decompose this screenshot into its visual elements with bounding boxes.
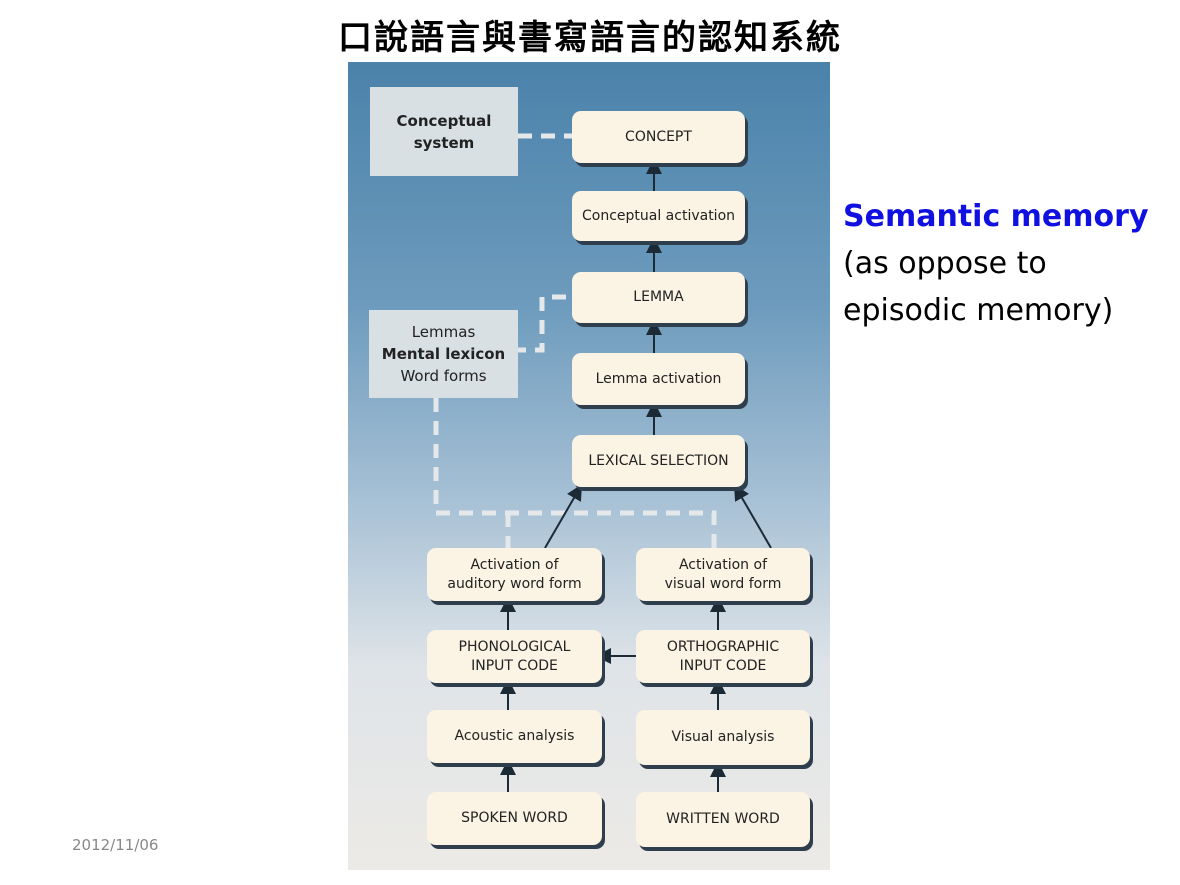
label: Activation of — [678, 556, 768, 573]
label: ORTHOGRAPHIC — [666, 638, 780, 655]
label: Mental lexicon — [381, 345, 506, 363]
slide-date: 2012/11/06 — [72, 836, 159, 854]
label: Conceptual — [396, 111, 492, 130]
semantic-memory-label: Semantic memory — [843, 199, 1149, 234]
lexical-selection-node: LEXICAL SELECTION — [572, 435, 745, 487]
mental-lexicon-box: Lemmas Mental lexicon Word forms — [369, 310, 518, 398]
label: PHONOLOGICAL — [458, 638, 571, 655]
lemma-node: LEMMA — [572, 272, 745, 323]
spoken-word-node: SPOKEN WORD — [427, 792, 602, 845]
label: auditory word form — [447, 575, 582, 592]
orthographic-node: ORTHOGRAPHIC INPUT CODE — [636, 630, 810, 683]
label: Activation of — [470, 556, 559, 573]
label: INPUT CODE — [471, 657, 558, 674]
label: visual word form — [664, 575, 782, 592]
written-word-node: WRITTEN WORD — [636, 792, 810, 847]
label: Word forms — [400, 367, 487, 385]
side-note-line: episodic memory) — [843, 293, 1114, 328]
dashed-links — [433, 133, 717, 548]
visual-analysis-node: Visual analysis — [636, 710, 810, 765]
conceptual-system-box: Conceptual system — [370, 87, 518, 176]
lemma-activation-node: Lemma activation — [572, 353, 745, 405]
slide-title: 口說語言與書寫語言的認知系統 — [338, 18, 842, 58]
visual-activation-node: Activation of visual word form — [636, 548, 810, 601]
label: Lemmas — [411, 323, 476, 341]
acoustic-analysis-node: Acoustic analysis — [427, 710, 602, 763]
side-note-line: (as oppose to — [843, 246, 1047, 281]
arrows — [500, 158, 772, 792]
conceptual-activation-node: Conceptual activation — [572, 191, 745, 241]
phonological-node: PHONOLOGICAL INPUT CODE — [427, 630, 602, 683]
auditory-activation-node: Activation of auditory word form — [427, 548, 602, 601]
label: system — [413, 133, 475, 152]
side-note: Semantic memory (as oppose to episodic m… — [843, 193, 1149, 334]
label: INPUT CODE — [679, 657, 767, 674]
concept-node: CONCEPT — [572, 111, 745, 163]
